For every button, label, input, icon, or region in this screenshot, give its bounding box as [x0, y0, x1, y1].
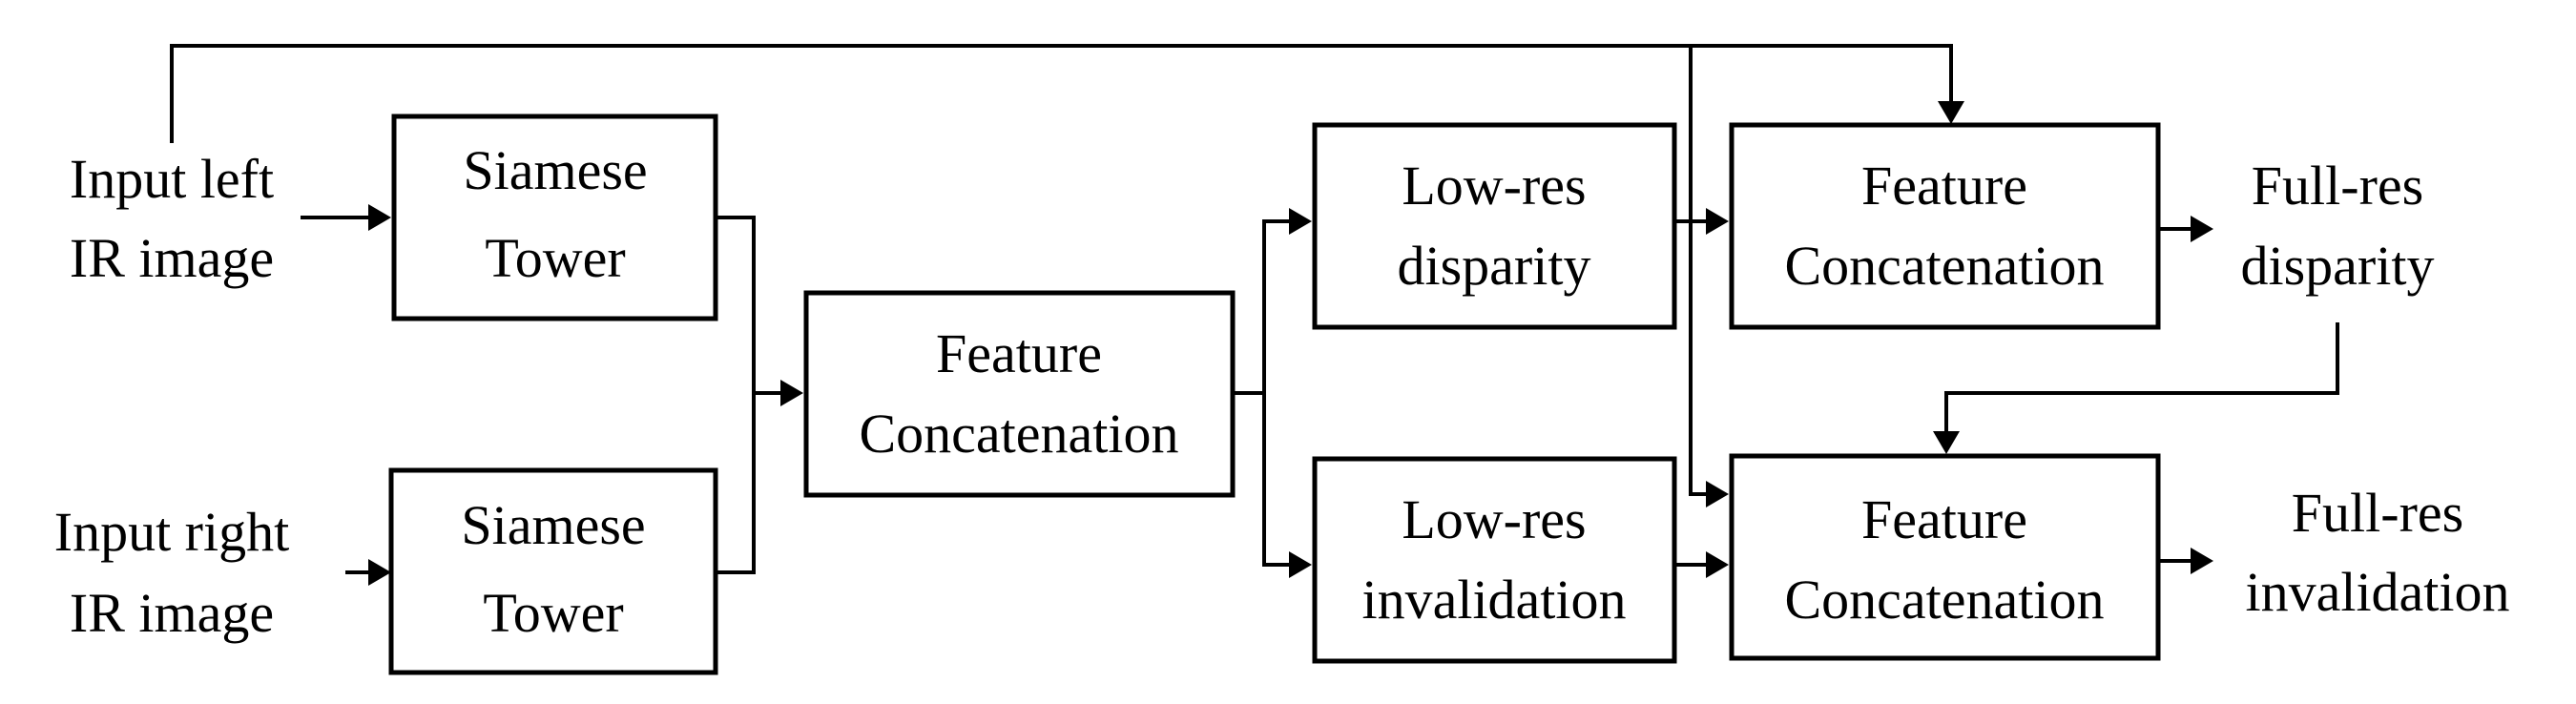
fullres-invalidation-line2: invalidation: [2245, 561, 2509, 623]
arrowhead-skip-to-concat-disparity: [1938, 101, 1964, 124]
concat-disparity-line1: Feature: [1861, 155, 2027, 217]
feedback-disparity: [1944, 322, 2339, 434]
feature-concatenation-invalidation-box: [1729, 453, 2161, 661]
lowres-invalidation-line2: invalidation: [1361, 569, 1626, 631]
arrowhead-right-input: [368, 559, 391, 586]
siamese-bottom-line2: Tower: [483, 582, 623, 644]
concat-invalidation-line1: Feature: [1861, 488, 2027, 550]
arrowhead-left-input: [368, 204, 391, 231]
feature-concatenation-main-box: [803, 290, 1236, 498]
arrowhead-to-lowres-invalidation: [1289, 551, 1312, 578]
input-left-label: Input left IR image: [70, 148, 274, 289]
lowres-invalidation-line1: Low-res: [1402, 488, 1586, 550]
siamese-top-line1: Siamese: [463, 139, 647, 201]
skip-connection-vertical: [1689, 46, 1706, 496]
split-to-lowres: [1233, 219, 1293, 395]
output-fullres-invalidation-label: Full-res invalidation: [2245, 482, 2509, 623]
feature-concatenation-disparity-box: [1729, 122, 2161, 330]
lowres-invalidation-box: [1312, 456, 1677, 664]
arrowhead-feedback-disparity: [1933, 431, 1960, 454]
input-right-line2: IR image: [70, 582, 274, 644]
input-left-line2: IR image: [70, 227, 274, 289]
input-right-label: Input right IR image: [54, 501, 289, 644]
split-to-lowres-bottom: [1262, 393, 1293, 567]
siamese-tower-bottom-box: [388, 467, 718, 675]
arrowhead-to-concat-disparity: [1706, 208, 1729, 235]
concat-main-line1: Feature: [936, 322, 1102, 384]
output-fullres-disparity-label: Full-res disparity: [2241, 155, 2435, 297]
merge-bottom-tower: [714, 393, 756, 574]
input-left-line1: Input left: [70, 148, 274, 210]
concat-main-line2: Concatenation: [859, 403, 1178, 465]
fullres-disparity-line2: disparity: [2241, 235, 2435, 297]
siamese-bottom-line1: Siamese: [461, 494, 645, 556]
siamese-tower-top-box: [391, 114, 718, 321]
arrowhead-to-lowres-disparity: [1289, 208, 1312, 235]
connectors: [170, 44, 2339, 586]
input-right-line1: Input right: [54, 501, 289, 563]
arrowhead-to-fullres-invalidation: [2191, 548, 2213, 574]
concat-invalidation-line2: Concatenation: [1784, 569, 2104, 631]
lowres-disparity-line2: disparity: [1398, 235, 1591, 297]
fullres-invalidation-line1: Full-res: [2292, 482, 2463, 544]
lowres-disparity-box: [1312, 122, 1677, 330]
arrowhead-skip-to-concat-invalidation: [1706, 481, 1729, 507]
siamese-top-line2: Tower: [485, 227, 625, 289]
fullres-disparity-line1: Full-res: [2252, 155, 2423, 217]
lowres-disparity-line1: Low-res: [1402, 155, 1586, 217]
skip-connection-top: [170, 44, 1953, 143]
arrowhead-to-concat-main: [780, 380, 803, 406]
merge-top-tower: [714, 216, 756, 393]
arrowhead-to-fullres-disparity: [2191, 216, 2213, 242]
concat-disparity-line2: Concatenation: [1784, 235, 2104, 297]
arrowhead-to-concat-invalidation: [1706, 551, 1729, 578]
